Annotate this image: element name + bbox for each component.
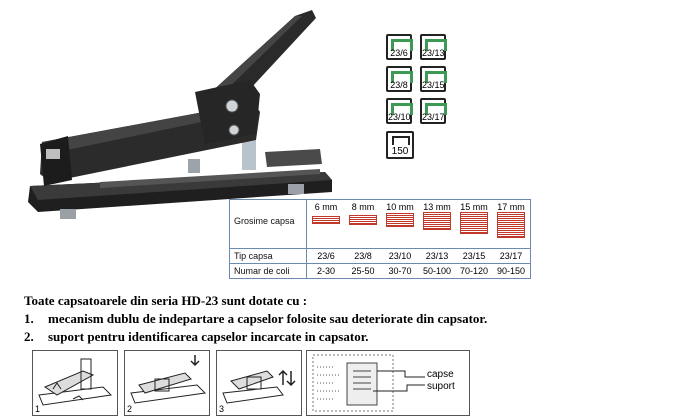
staple-stack-8mm — [349, 215, 377, 225]
staple-size-icons: 23/6 23/13 23/8 23/15 23/10 23/17 150 — [386, 34, 450, 159]
col-sheets: 50-100 — [422, 266, 452, 276]
row-label-sheets: Numar de coli — [234, 266, 290, 276]
staple-icon-150: 150 — [386, 131, 414, 159]
diagram-number: 3 — [219, 404, 225, 414]
description-item-2: suport pentru identificarea capselor inc… — [48, 329, 369, 344]
description-item-1: mecanism dublu de indepartare a capselor… — [48, 311, 488, 326]
col-sheets: 30-70 — [388, 266, 412, 276]
col-sheets: 25-50 — [351, 266, 375, 276]
staple-stack-13mm — [423, 212, 451, 230]
col-size: 17 mm — [497, 202, 525, 212]
col-type: 23/8 — [354, 251, 372, 261]
diagram-step-2: 2 — [124, 350, 210, 416]
diagram-step-1: 1 — [32, 350, 118, 416]
col-size: 15 mm — [460, 202, 488, 212]
col-sheets: 90-150 — [496, 266, 526, 276]
col-type: 23/10 — [388, 251, 412, 261]
diagram-staple-identifier: capse suport — [306, 350, 470, 416]
col-type: 23/15 — [462, 251, 486, 261]
diagram-number: 2 — [127, 404, 133, 414]
staple-icon-23-8: 23/8 — [386, 66, 413, 92]
heavy-duty-stapler-image — [28, 10, 332, 219]
description-intro: Toate capsatoarele din seria HD-23 sunt … — [24, 293, 308, 308]
staple-icon-23-13: 23/13 — [420, 34, 447, 60]
col-type: 23/17 — [499, 251, 523, 261]
staple-icon-23-10: 23/10 — [386, 98, 413, 124]
staple-icon-23-17: 23/17 — [420, 98, 447, 124]
col-type: 23/13 — [425, 251, 449, 261]
diagram-step-3: 3 — [216, 350, 302, 416]
staple-stack-10mm — [386, 213, 414, 227]
description-item-2-number: 2. — [24, 329, 34, 344]
row-label-thickness: Grosime capsa — [234, 216, 295, 226]
label-capse: capse — [427, 369, 454, 380]
label-suport: suport — [427, 381, 455, 392]
col-sheets: 2-30 — [316, 266, 335, 276]
row-label-type: Tip capsa — [234, 251, 273, 261]
diagram-number: 1 — [35, 404, 41, 414]
description-item-1-number: 1. — [24, 311, 34, 326]
col-size: 6 mm — [314, 202, 338, 212]
col-size: 8 mm — [351, 202, 375, 212]
staple-icon-23-6: 23/6 — [386, 34, 413, 60]
staple-spec-table: Grosime capsa Tip capsa Numar de coli 6 … — [229, 199, 531, 279]
col-size: 10 mm — [386, 202, 414, 212]
staple-stack-6mm — [312, 216, 340, 224]
col-type: 23/6 — [317, 251, 335, 261]
staple-icon-23-15: 23/15 — [420, 66, 447, 92]
col-size: 13 mm — [423, 202, 451, 212]
staple-stack-15mm — [460, 212, 488, 234]
staple-stack-17mm — [497, 212, 525, 238]
col-sheets: 70-120 — [459, 266, 489, 276]
